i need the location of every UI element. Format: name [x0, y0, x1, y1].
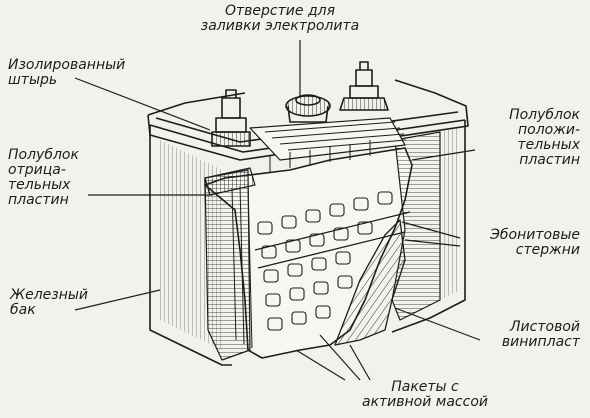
tank-wall-shading-right [440, 126, 460, 300]
label-negative-half-block: Полублок отрица- тельных пластин [8, 147, 79, 208]
label-fill-hole: Отверстие для заливки электролита [200, 3, 360, 34]
label-insulated-pin: Изолированный штырь [8, 57, 126, 88]
label-vinyl-sheet: Листовой винипласт [501, 319, 580, 350]
label-active-mass-packets: Пакеты с активной массой [361, 379, 488, 410]
label-positive-half-block: Полублок положи- тельных пластин [509, 107, 580, 168]
leader-lines [74, 40, 481, 381]
positive-terminal [339, 61, 389, 111]
label-ebonite-rods: Эбонитовые стержни [490, 227, 580, 258]
fill-hole-cap [285, 94, 331, 123]
ebonite-rods [254, 211, 411, 269]
vinyl-sheet [334, 219, 406, 346]
top-plate-strap [204, 117, 407, 196]
label-iron-tank: Железный бак [10, 287, 89, 318]
insulated-pin-terminal [211, 89, 251, 147]
negative-plates-block [204, 169, 251, 361]
